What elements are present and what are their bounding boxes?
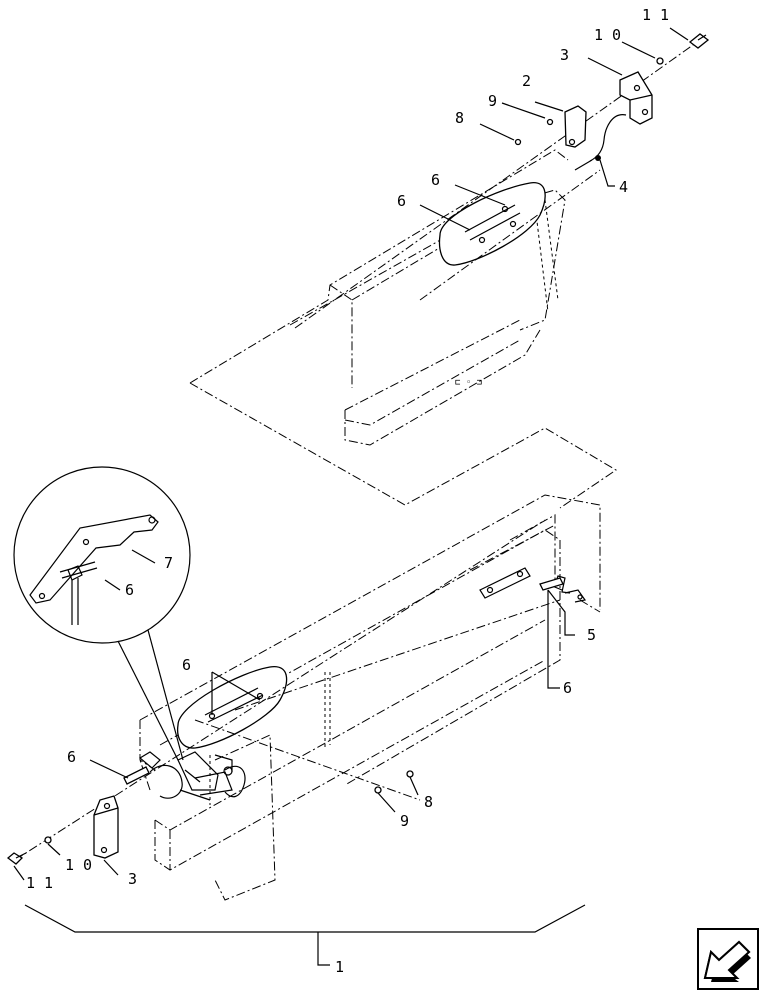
upper-cover-plate <box>438 182 546 266</box>
lower-housing <box>139 494 601 901</box>
assembly-brace <box>24 904 586 966</box>
callout-1-assembly: 1 <box>335 958 344 976</box>
lower-washer-10 <box>44 836 52 844</box>
lower-latch <box>138 751 246 801</box>
callout-2-top: 2 <box>522 72 531 90</box>
callout-8-bottom: 8 <box>424 793 433 811</box>
upper-housing: ⊏ ◦ ⊐ <box>189 149 617 509</box>
lower-pin-6 <box>123 766 150 785</box>
callout-4-top: 4 <box>619 178 628 196</box>
upper-cable-4 <box>574 114 627 171</box>
callout-6-detail: 6 <box>125 581 134 599</box>
callout-11-bottom: 1 1 <box>26 874 53 892</box>
callout-9-top: 9 <box>488 92 497 110</box>
callout-9-bottom: 9 <box>400 812 409 830</box>
upper-washer-9 <box>546 118 554 126</box>
upper-washer-10 <box>656 57 664 65</box>
callout-labels: 1 1 1 0 3 2 9 8 4 6 6 7 6 5 6 6 6 8 9 3 … <box>26 6 669 976</box>
lower-bracket-3 <box>93 795 119 859</box>
back-navigation-button[interactable] <box>697 928 759 990</box>
svg-text:⊏ ◦ ⊐: ⊏ ◦ ⊐ <box>455 378 482 388</box>
lower-nut-8 <box>406 770 414 778</box>
callout-6-top-a: 6 <box>431 171 440 189</box>
callout-8-top: 8 <box>455 109 464 127</box>
detail-view <box>13 466 191 761</box>
callout-6-top-b: 6 <box>397 192 406 210</box>
lower-hinge <box>479 567 587 603</box>
upper-bracket-3 <box>619 71 653 125</box>
lower-cover-plate <box>176 666 288 749</box>
callout-6-left: 6 <box>67 748 76 766</box>
leader-lines <box>13 27 689 881</box>
lower-bolt-11 <box>6 852 27 865</box>
callout-11-top: 1 1 <box>642 6 669 24</box>
callout-5-right: 5 <box>587 626 596 644</box>
callout-10-bottom: 1 0 <box>65 856 92 874</box>
callout-3-bottom: 3 <box>128 870 137 888</box>
upper-bolt <box>688 33 710 49</box>
callout-10-top: 1 0 <box>594 26 621 44</box>
upper-nut-8 <box>514 138 522 146</box>
callout-3-top: 3 <box>560 46 569 64</box>
callout-7-detail: 7 <box>164 554 173 572</box>
callout-6-mid: 6 <box>182 656 191 674</box>
lower-pin-right <box>539 577 564 591</box>
back-arrow-icon <box>703 940 751 982</box>
upper-bracket-2 <box>564 105 587 148</box>
callout-6-right: 6 <box>563 679 572 697</box>
lower-washer-9 <box>374 786 382 794</box>
